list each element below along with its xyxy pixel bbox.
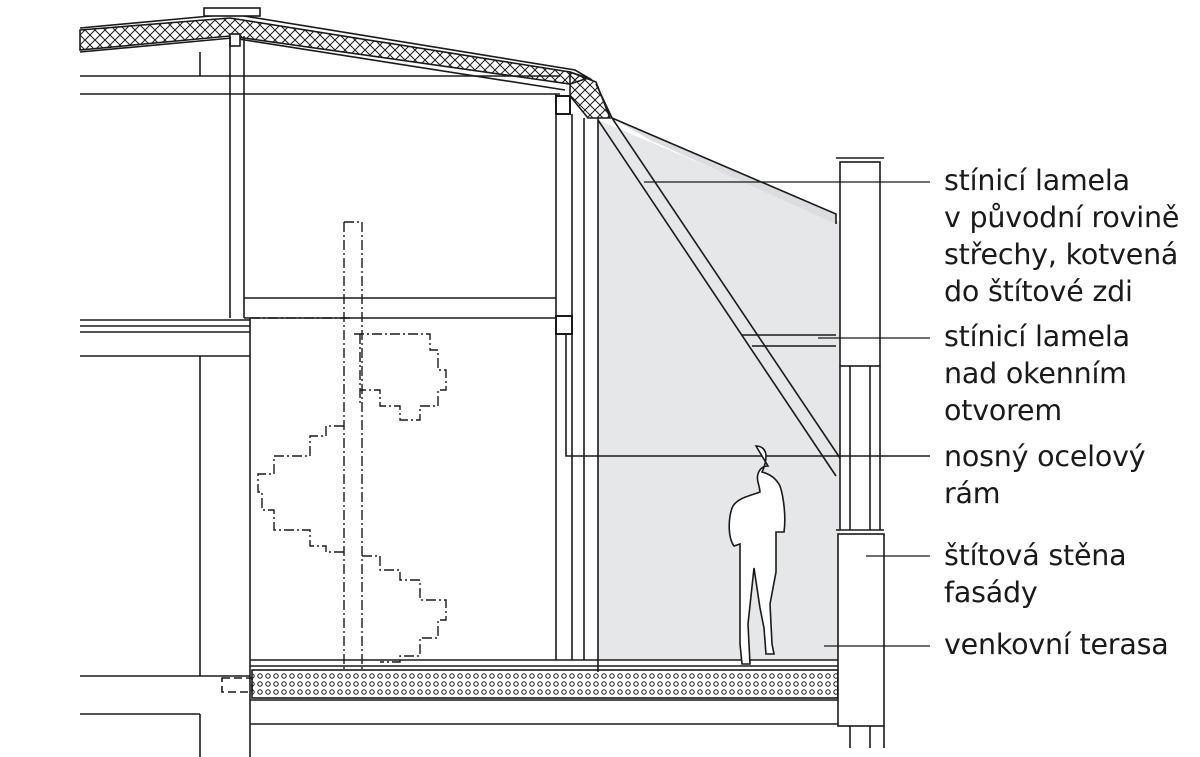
callout-shading-window: stínicí lamela nad okenním otvorem <box>944 318 1130 429</box>
leader-lines <box>644 181 930 647</box>
floor-insulation <box>251 669 839 699</box>
callout-line: fasády <box>944 576 1038 609</box>
callout-line: stínicí lamela <box>944 164 1130 197</box>
gable-wall-upper <box>839 161 881 367</box>
roof-top-line <box>79 13 593 81</box>
callout-steel-frame: nosný ocelový rám <box>944 438 1146 512</box>
callout-line: nad okenním <box>944 357 1127 390</box>
callout-line: otvorem <box>944 394 1062 427</box>
callout-line: v původní rovině <box>944 201 1180 234</box>
shaded-area-upper <box>612 118 836 224</box>
callout-gable-wall: štítová stěna fasády <box>944 537 1127 611</box>
callout-line: stínicí lamela <box>944 320 1130 353</box>
roof-insulation <box>79 17 591 85</box>
callout-line: nosný ocelový <box>944 440 1146 473</box>
callout-line: venkovní terasa <box>944 628 1169 661</box>
shading-slat-roof <box>595 83 837 224</box>
callout-line: do štítové zdi <box>944 275 1133 308</box>
person-silhouette <box>728 445 786 665</box>
callout-line: štítová stěna <box>944 539 1127 572</box>
callout-line: rám <box>944 477 1001 510</box>
spiral-staircase <box>250 221 447 672</box>
gable-wall-lower <box>837 533 885 727</box>
steel-frame <box>565 334 930 457</box>
callout-line: střechy, kotvená <box>944 238 1179 271</box>
eave-insulation <box>569 70 612 119</box>
callout-terrace: venkovní terasa <box>944 626 1169 663</box>
callout-shading-roof: stínicí lamela v původní rovině střechy,… <box>944 162 1179 310</box>
